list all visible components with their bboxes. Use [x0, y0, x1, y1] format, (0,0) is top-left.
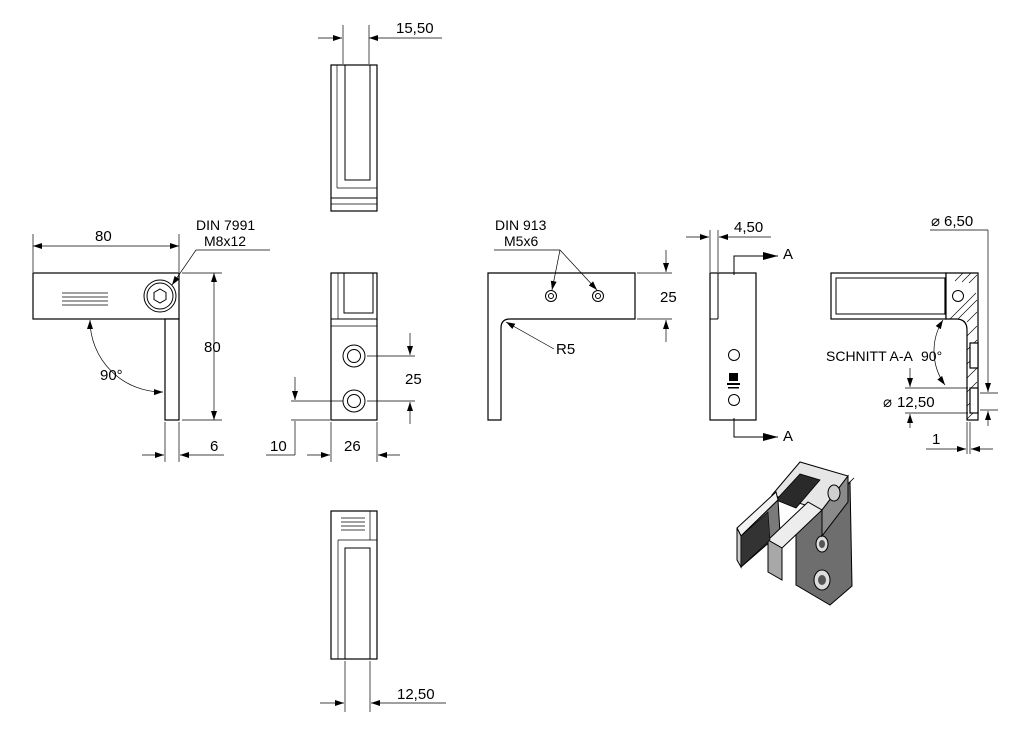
countersunk-screw-icon	[143, 279, 177, 313]
section-angle: 90°	[921, 348, 942, 364]
logo-icon	[727, 373, 740, 389]
dim-wall: 1	[932, 431, 940, 448]
dim-hole-diameter-large: 12,50	[897, 394, 935, 411]
left-side-view: 80 DIN 7991 M8x12 80 90° 6	[32, 217, 270, 462]
dim-diameter-symbol: ⌀	[931, 213, 940, 230]
section-pin-icon	[952, 290, 964, 302]
mounting-hole-top-icon	[342, 344, 366, 368]
section-hatching	[949, 272, 978, 420]
set-screw-right-icon	[592, 290, 604, 302]
dim-left-height: 80	[204, 339, 221, 356]
thread-lines-icon	[341, 517, 365, 531]
section-marker-bottom: A	[783, 428, 793, 445]
angle-label: 90°	[100, 367, 123, 384]
dim-hole-spacing: 25	[405, 371, 422, 388]
section-label: SCHNITT A-A	[826, 348, 914, 364]
callout-set-screw-standard: DIN 913	[495, 217, 547, 233]
section-view: SCHNITT A-A 90° ⌀ 6,50 ⌀ 12,50 1	[826, 213, 998, 454]
plate-hole-top-icon	[728, 349, 740, 361]
side-profile-view: DIN 913 M5x6 25 R5	[487, 217, 677, 421]
callout-set-screw-size: M5x6	[504, 233, 538, 249]
dim-top-width: 15,50	[396, 20, 434, 37]
front-view: 25 10 26	[266, 272, 422, 462]
callout-screw-standard: DIN 7991	[196, 217, 255, 233]
bottom-view: 12,50	[320, 510, 446, 712]
section-marker-top: A	[783, 246, 793, 263]
dim-plate-thickness: 4,50	[734, 219, 763, 236]
set-screw-left-icon	[545, 290, 557, 302]
dim-hole-edge: 10	[270, 438, 287, 455]
dim-radius: R5	[556, 341, 575, 358]
dim-side-height: 25	[660, 289, 677, 306]
plate-view: 4,50 A A	[686, 219, 793, 445]
top-view: 15,50	[318, 20, 442, 212]
isometric-view	[736, 461, 855, 606]
dim-left-thickness: 6	[210, 438, 218, 455]
dim-bottom-width: 12,50	[397, 686, 435, 703]
callout-screw-size: M8x12	[204, 233, 246, 249]
dim-front-width: 26	[344, 438, 361, 455]
thread-lines-icon	[62, 292, 108, 306]
dim-diameter-symbol: ⌀	[883, 394, 892, 411]
dim-hole-diameter-small: 6,50	[944, 213, 973, 230]
plate-hole-bottom-icon	[728, 394, 740, 406]
mounting-hole-bottom-icon	[342, 389, 366, 413]
dim-left-length: 80	[95, 228, 112, 245]
